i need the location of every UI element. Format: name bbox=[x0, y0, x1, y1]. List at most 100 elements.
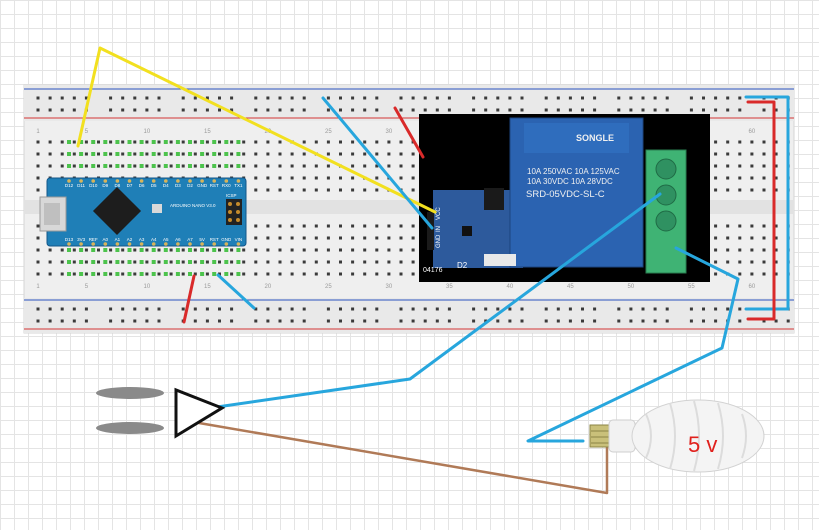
breadboard-hole bbox=[314, 140, 318, 144]
breadboard-hole bbox=[121, 260, 125, 264]
breadboard-hole bbox=[375, 176, 379, 180]
arduino-pin-dot bbox=[175, 152, 180, 156]
breadboard-hole bbox=[254, 152, 258, 156]
arduino-pin-dot bbox=[151, 152, 156, 156]
rail-hole bbox=[60, 96, 64, 100]
arduino-pin-dot bbox=[139, 260, 144, 264]
rail-hole bbox=[48, 96, 52, 100]
breadboard-hole bbox=[290, 164, 294, 168]
rail-hole bbox=[435, 319, 439, 323]
pin-pad bbox=[115, 242, 120, 246]
arduino-pin-dot bbox=[139, 152, 144, 156]
breadboard-hole bbox=[750, 176, 754, 180]
pin-label-top: D10 bbox=[89, 183, 98, 188]
pin-label-bottom: A7 bbox=[187, 237, 193, 242]
rail-hole bbox=[447, 108, 451, 112]
rail-hole bbox=[254, 319, 258, 323]
breadboard-hole bbox=[326, 272, 330, 276]
breadboard-hole bbox=[72, 152, 76, 156]
rail-hole bbox=[617, 108, 621, 112]
rail-hole bbox=[121, 307, 125, 311]
pin-label-bottom: A5 bbox=[163, 237, 169, 242]
breadboard-hole bbox=[363, 272, 367, 276]
rail-hole bbox=[157, 319, 161, 323]
breadboard-hole bbox=[36, 236, 40, 240]
arduino-pin-dot bbox=[200, 272, 205, 276]
rail-hole bbox=[399, 96, 403, 100]
rail-hole bbox=[36, 108, 40, 112]
rail-hole bbox=[375, 319, 379, 323]
breadboard-hole bbox=[36, 260, 40, 264]
rail-hole bbox=[617, 319, 621, 323]
rail-hole bbox=[48, 108, 52, 112]
arduino-pin-dot bbox=[67, 272, 71, 276]
breadboard-hole bbox=[230, 248, 234, 252]
breadboard-hole bbox=[60, 140, 64, 144]
breadboard-hole bbox=[326, 188, 330, 192]
breadboard-hole bbox=[726, 140, 730, 144]
breadboard-hole bbox=[266, 236, 270, 240]
breadboard-hole bbox=[121, 164, 125, 168]
breadboard-hole bbox=[60, 248, 64, 252]
breadboard-hole bbox=[266, 272, 270, 276]
breadboard-hole bbox=[399, 248, 403, 252]
arduino-pin-dot bbox=[139, 272, 144, 276]
breadboard-hole bbox=[774, 188, 778, 192]
breadboard-hole bbox=[278, 248, 282, 252]
breadboard-hole bbox=[363, 152, 367, 156]
rail-hole bbox=[399, 108, 403, 112]
breadboard-hole bbox=[738, 248, 742, 252]
breadboard-hole bbox=[339, 224, 342, 228]
breadboard-hole bbox=[726, 188, 730, 192]
rail-hole bbox=[230, 319, 234, 323]
rail-hole bbox=[363, 307, 367, 311]
breadboard-hole bbox=[363, 224, 367, 228]
icsp-label: ICSP bbox=[226, 193, 237, 198]
microcontroller-chip bbox=[92, 186, 142, 236]
breadboard-hole bbox=[314, 176, 318, 180]
breadboard-hole bbox=[411, 248, 415, 252]
column-number: 60 bbox=[749, 129, 756, 135]
rail-hole bbox=[472, 319, 476, 323]
breadboard-hole bbox=[278, 188, 282, 192]
rail-hole bbox=[133, 108, 137, 112]
rail-hole bbox=[205, 108, 209, 112]
column-number: 35 bbox=[446, 284, 453, 290]
arduino-pin-dot bbox=[67, 248, 71, 252]
breadboard-hole bbox=[339, 188, 342, 192]
breadboard-hole bbox=[242, 248, 246, 252]
rail-hole bbox=[72, 108, 76, 112]
rail-hole bbox=[714, 96, 718, 100]
breadboard-hole bbox=[714, 272, 718, 276]
pin-label-top: D5 bbox=[151, 183, 157, 188]
rail-hole bbox=[641, 96, 645, 100]
pin-pad bbox=[139, 242, 144, 246]
pin-label-bottom: A4 bbox=[151, 237, 157, 242]
breadboard-hole bbox=[218, 140, 221, 144]
rail-hole bbox=[702, 108, 705, 112]
breadboard-hole bbox=[36, 164, 40, 168]
arduino-pin-dot bbox=[224, 140, 229, 144]
breadboard-hole bbox=[738, 140, 742, 144]
pin-pad bbox=[103, 179, 108, 183]
rail-hole bbox=[145, 108, 149, 112]
rail-hole bbox=[689, 96, 693, 100]
rail-hole bbox=[508, 96, 512, 100]
rail-hole bbox=[689, 319, 693, 323]
breadboard-hole bbox=[97, 140, 100, 144]
bulb-base bbox=[589, 424, 611, 448]
breadboard-hole bbox=[774, 272, 778, 276]
board-text: ARDUINO NANO V3.0 bbox=[170, 203, 216, 208]
breadboard-hole bbox=[290, 224, 294, 228]
arduino-pin-dot bbox=[175, 164, 180, 168]
blue-wire-relay-to-bulb bbox=[526, 246, 740, 443]
rail-hole bbox=[653, 108, 657, 112]
breadboard-hole bbox=[326, 260, 330, 264]
bulb-spiral-lines bbox=[645, 400, 747, 472]
pin-label-bottom: GND bbox=[221, 237, 232, 242]
breadboard-hole bbox=[169, 140, 173, 144]
arduino-pin-dot bbox=[151, 260, 156, 264]
breadboard-hole bbox=[254, 236, 258, 240]
breadboard-hole bbox=[157, 260, 161, 264]
